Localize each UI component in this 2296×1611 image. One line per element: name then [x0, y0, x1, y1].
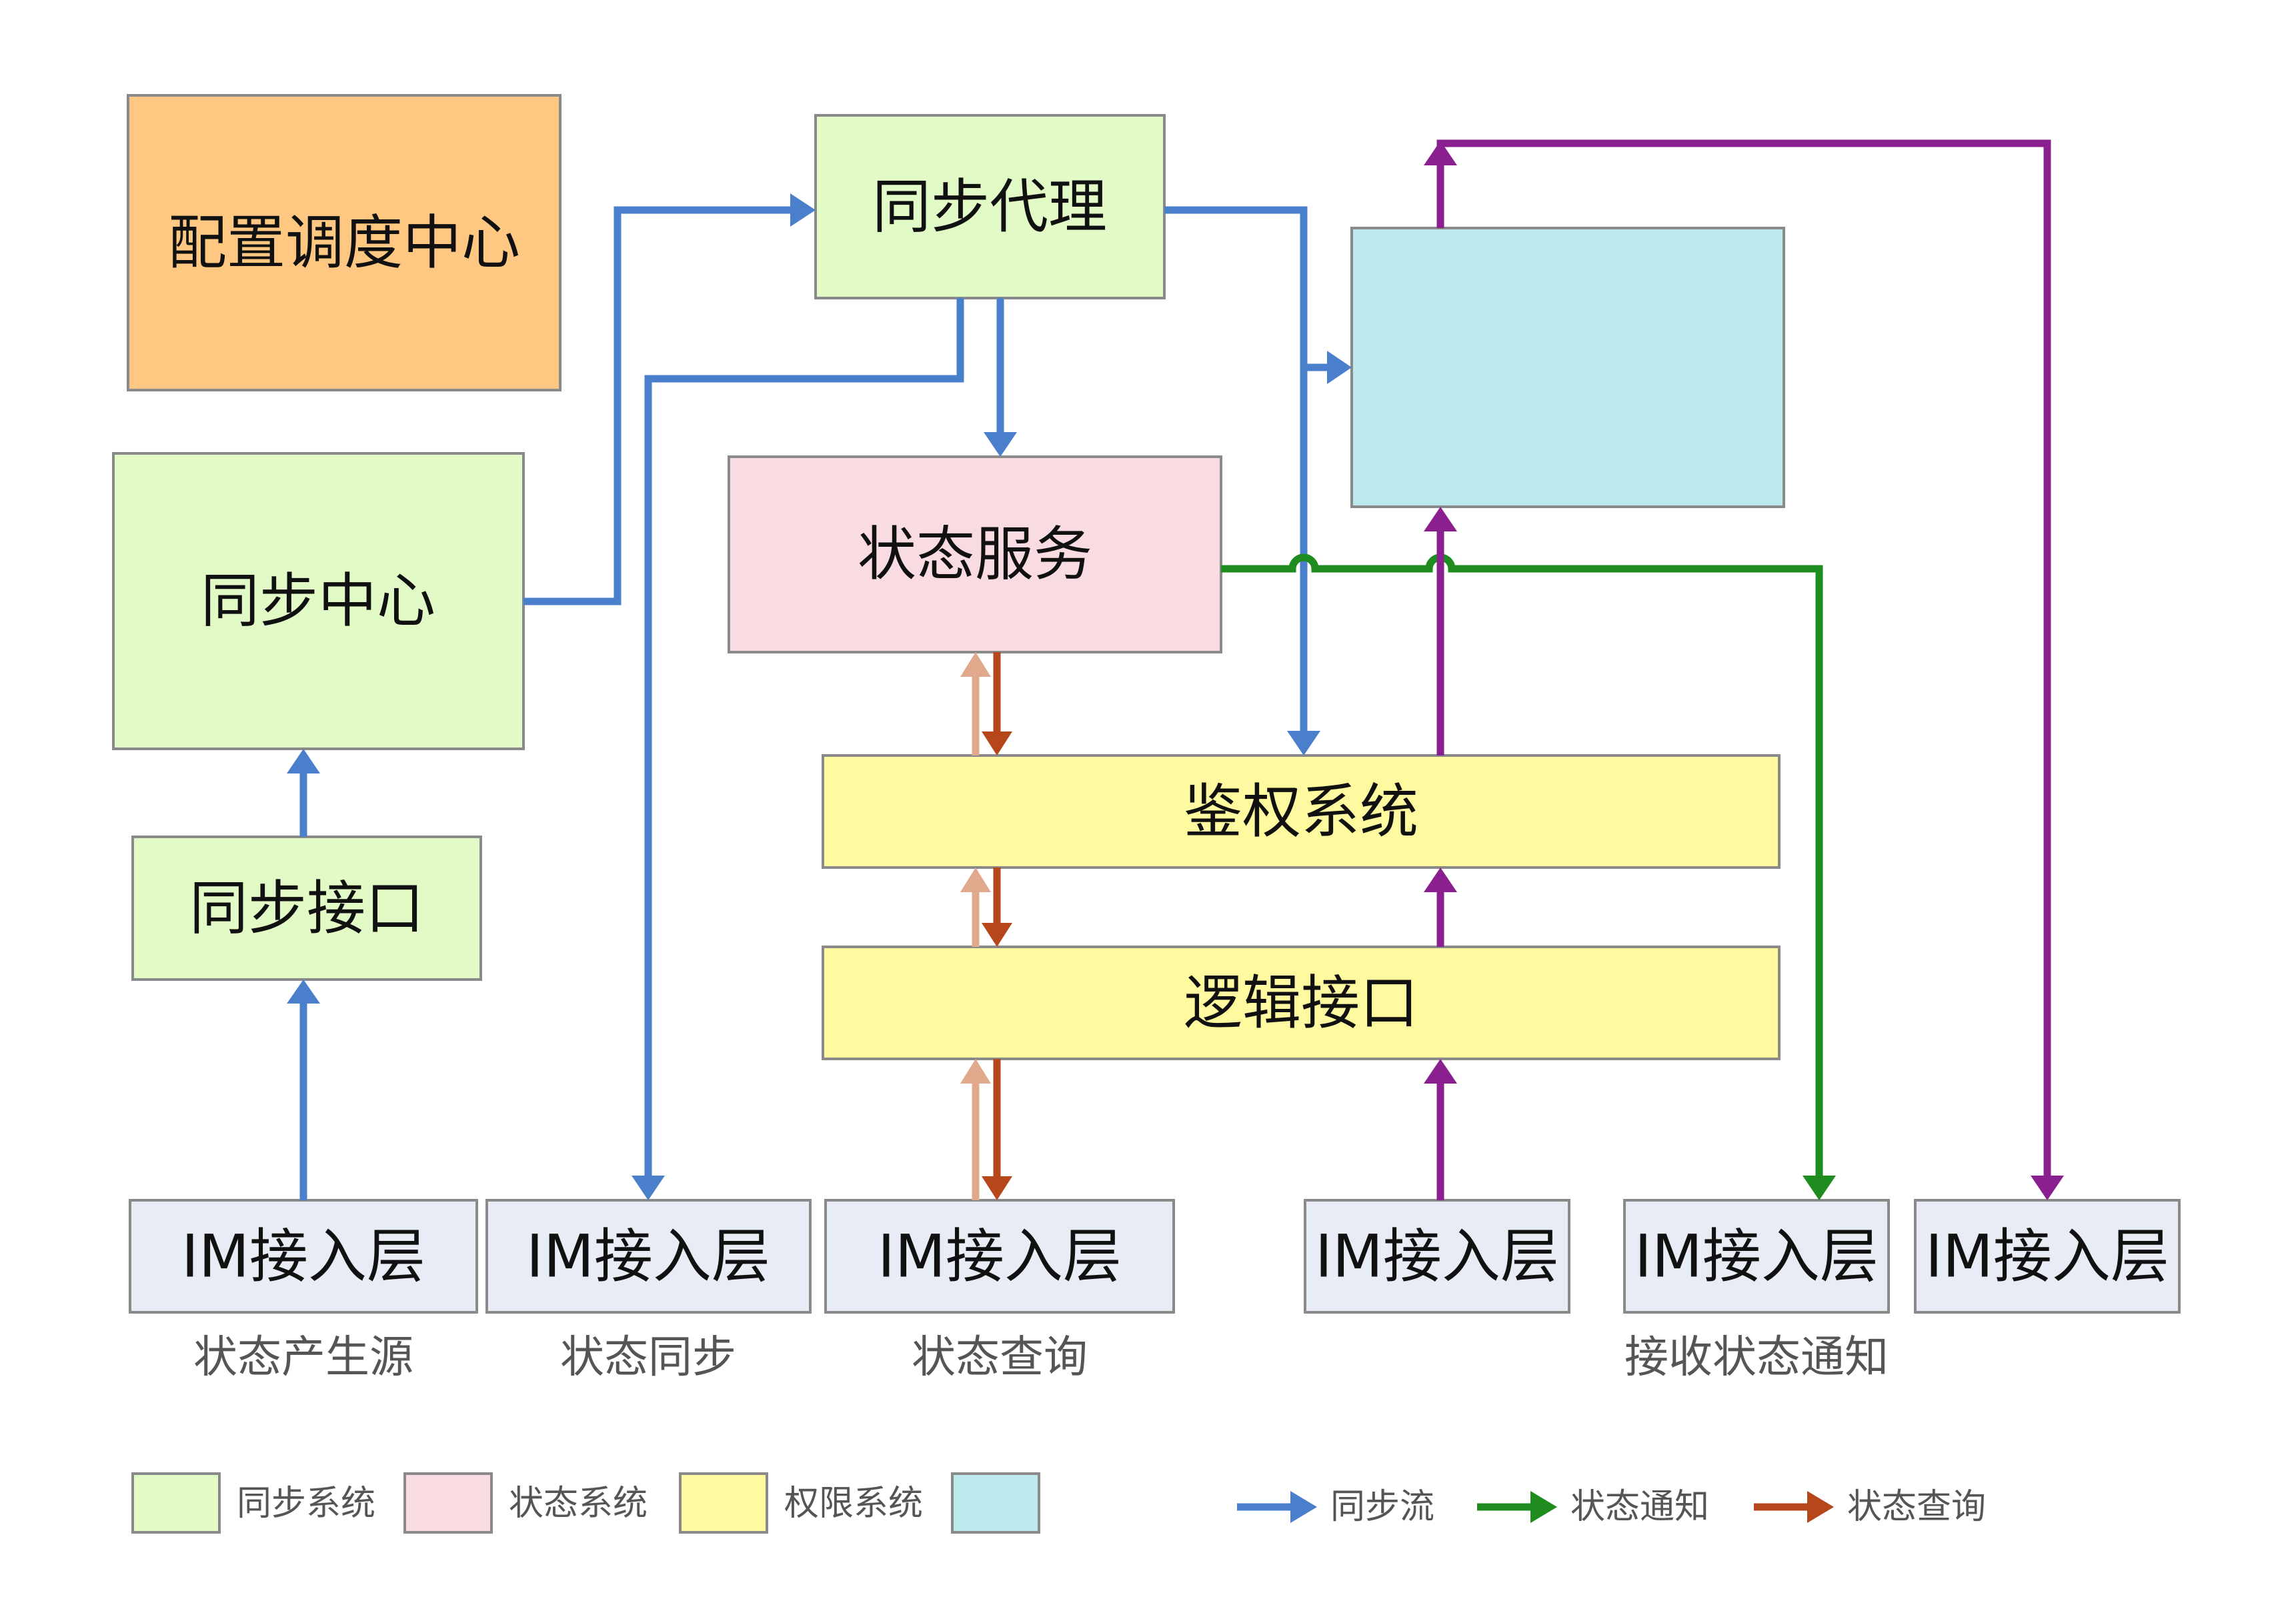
- im-access-layer-5: IM接入层: [1623, 1199, 1890, 1314]
- sync-interface-box: 同步接口: [131, 836, 482, 981]
- sync-flow-arrow: [984, 298, 1017, 457]
- legend-item-status-system: 状态系统: [403, 1472, 648, 1534]
- legend-item-cyan-system: [951, 1472, 1040, 1534]
- legend-label: 同步系统: [237, 1484, 375, 1524]
- config-center-label: 配置调度中心: [168, 209, 520, 277]
- sync-center-label: 同步中心: [201, 567, 435, 635]
- purple-flow-arrow: [1424, 1059, 1457, 1200]
- im-access-layer-rect: [1914, 1199, 2181, 1314]
- sync-flow-arrow: [523, 193, 816, 605]
- legend-item-sync-system: 同步系统: [131, 1472, 375, 1534]
- auth-system-box: 鉴权系统: [822, 754, 1781, 869]
- status-query-arrow: [960, 652, 1012, 755]
- caption-sync: 状态同步: [560, 1332, 736, 1383]
- status-query-arrow: [960, 868, 1012, 947]
- legend: 同步系统 状态系统 权限系统 同步流 状态通知 状态查询: [131, 1472, 1986, 1534]
- cyan-rect: [1350, 227, 1785, 508]
- sync-interface-label: 同步接口: [189, 874, 424, 943]
- legend-swatch: [403, 1472, 493, 1534]
- im-access-layer-1: IM接入层: [129, 1199, 478, 1314]
- config-center-box: 配置调度中心: [127, 94, 561, 391]
- sync-proxy-label: 同步代理: [872, 173, 1107, 241]
- config-center-rect: [127, 94, 561, 391]
- im-access-layer-rect: [824, 1199, 1175, 1314]
- legend-arrowhead: [1807, 1491, 1834, 1523]
- legend-arrowhead: [1290, 1491, 1317, 1523]
- im-access-layer-label: IM接入层: [878, 1222, 1122, 1291]
- sync-flow-arrow: [287, 980, 320, 1200]
- cyan-box: [1350, 227, 1785, 508]
- status-notify-arrow: [1221, 553, 1836, 1200]
- auth-system-rect: [822, 754, 1781, 869]
- sync-center-box: 同步中心: [112, 452, 525, 750]
- legend-label: 权限系统: [784, 1484, 923, 1524]
- purple-flow-arrow: [1424, 507, 1457, 755]
- legend-label: 状态通知: [1570, 1487, 1709, 1527]
- sync-proxy-rect: [814, 114, 1166, 299]
- im-access-layer-label: IM接入层: [1315, 1222, 1559, 1291]
- legend-swatch: [131, 1472, 221, 1534]
- im-access-layer-rect: [1623, 1199, 1890, 1314]
- caption-query: 状态查询: [912, 1332, 1088, 1383]
- logic-interface-label: 逻辑接口: [1184, 969, 1418, 1038]
- im-access-layer-rect: [1304, 1199, 1570, 1314]
- im-access-layer-label: IM接入层: [526, 1222, 770, 1291]
- purple-flow-arrow: [1424, 139, 2064, 1200]
- im-access-layer-label: IM接入层: [1925, 1222, 2169, 1291]
- status-service-box: 状态服务: [728, 455, 1222, 653]
- caption-receive: 接收状态通知: [1624, 1332, 1889, 1383]
- legend-swatch: [679, 1472, 768, 1534]
- im-access-layer-label: IM接入层: [1634, 1222, 1879, 1291]
- sync-flow-arrow: [632, 298, 964, 1200]
- status-service-rect: [728, 455, 1222, 653]
- status-query-arrow: [960, 1059, 1012, 1200]
- im-access-layer-3: IM接入层: [824, 1199, 1175, 1314]
- sync-interface-rect: [131, 836, 482, 981]
- sync-flow-arrow: [287, 749, 320, 837]
- im-access-layer-rect: [129, 1199, 478, 1314]
- sync-flow-arrow: [1304, 351, 1352, 384]
- im-access-layer-6: IM接入层: [1914, 1199, 2181, 1314]
- im-access-layer-2: IM接入层: [485, 1199, 812, 1314]
- legend-item-permission-system: 权限系统: [679, 1472, 923, 1534]
- legend-label: 状态系统: [509, 1484, 648, 1524]
- legend-item-sync-flow: 同步流: [1237, 1487, 1434, 1527]
- legend-swatch: [951, 1472, 1040, 1534]
- im-access-layer-4: IM接入层: [1304, 1199, 1570, 1314]
- sync-proxy-box: 同步代理: [814, 114, 1166, 299]
- purple-flow-arrow: [1424, 868, 1457, 947]
- caption-producer: 状态产生源: [193, 1332, 413, 1383]
- legend-label: 状态查询: [1847, 1487, 1986, 1527]
- legend-item-status-notify: 状态通知: [1477, 1487, 1709, 1527]
- status-service-label: 状态服务: [858, 520, 1092, 589]
- im-access-layer-rect: [485, 1199, 812, 1314]
- legend-item-status-query: 状态查询: [1754, 1487, 1986, 1527]
- im-access-layer-label: IM接入层: [181, 1222, 425, 1291]
- logic-interface-box: 逻辑接口: [822, 946, 1781, 1060]
- logic-interface-rect: [822, 946, 1781, 1060]
- sync-center-rect: [112, 452, 525, 750]
- auth-system-label: 鉴权系统: [1184, 777, 1418, 846]
- legend-label: 同步流: [1330, 1487, 1434, 1527]
- legend-arrowhead: [1530, 1491, 1557, 1523]
